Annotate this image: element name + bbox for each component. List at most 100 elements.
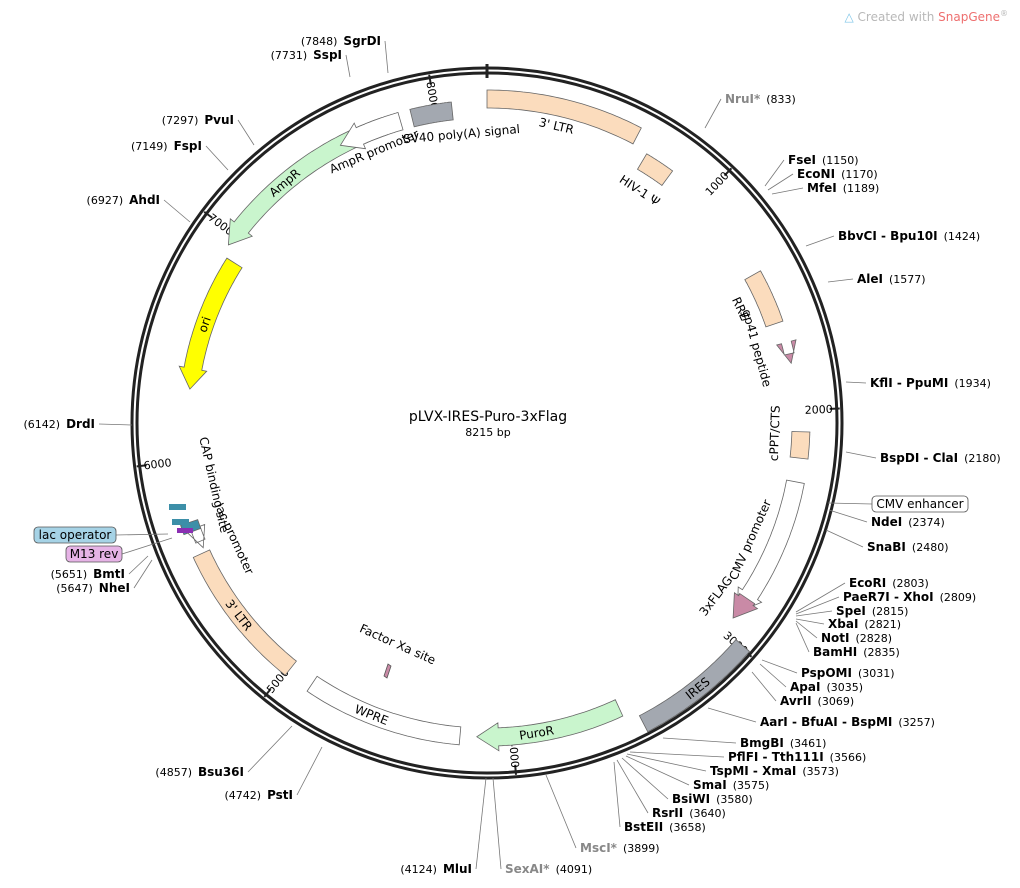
site-label: BbvCI - Bpu10I(1424) bbox=[838, 229, 980, 243]
site-label: (5651)BmtI bbox=[51, 567, 125, 581]
site-label: (4124)MluI bbox=[400, 862, 472, 876]
site-pos: (2835) bbox=[863, 646, 900, 659]
site-pos: (2374) bbox=[908, 516, 945, 529]
site-name: SmaI bbox=[693, 778, 727, 792]
site-line bbox=[629, 751, 725, 758]
site-pos: (1577) bbox=[889, 273, 926, 286]
site-line bbox=[662, 737, 737, 744]
snapgene-logo-icon: △ bbox=[844, 10, 854, 24]
site-pos: (6927) bbox=[87, 194, 124, 207]
site-line bbox=[795, 620, 818, 639]
tick-label-6000: 6000 bbox=[143, 456, 172, 472]
feature-arc-8 bbox=[476, 699, 624, 752]
site-pos: (3640) bbox=[689, 807, 726, 820]
site-label: FseI(1150) bbox=[788, 153, 859, 167]
site-line bbox=[795, 582, 846, 613]
box-line bbox=[121, 537, 173, 555]
site-label: NruI* (833) bbox=[725, 92, 796, 106]
box-line bbox=[827, 502, 873, 505]
site-line bbox=[545, 774, 577, 849]
boxed-label-text: lac operator bbox=[39, 528, 112, 542]
site-line bbox=[626, 753, 707, 772]
site-label: (7848)SgrDI bbox=[301, 34, 381, 48]
feature-label-8: PuroR bbox=[518, 723, 555, 742]
site-name: PaeR7I - XhoI bbox=[843, 590, 934, 604]
site-label: PspOMI(3031) bbox=[801, 666, 895, 680]
site-label: AleI (1577) bbox=[857, 272, 926, 286]
site-name: MfeI bbox=[807, 181, 837, 195]
plasmid-size: 8215 bp bbox=[465, 426, 510, 439]
site-line bbox=[825, 529, 864, 548]
site-label: EcoNI(1170) bbox=[797, 167, 878, 181]
site-pos: (2809) bbox=[940, 591, 977, 604]
site-name: SpeI bbox=[836, 604, 866, 618]
site-line bbox=[771, 187, 804, 195]
site-line bbox=[237, 119, 255, 146]
site-label: SpeI(2815) bbox=[836, 604, 908, 618]
site-name: BspDI - ClaI bbox=[880, 451, 958, 465]
site-name: PspOMI bbox=[801, 666, 852, 680]
site-label: BmgBI(3461) bbox=[740, 736, 826, 750]
site-label: BsiWI(3580) bbox=[672, 792, 753, 806]
feature-arc-2 bbox=[744, 270, 784, 328]
site-line bbox=[805, 235, 835, 247]
site-label: XbaI(2821) bbox=[828, 617, 901, 631]
site-name: TspMI - XmaI bbox=[710, 764, 796, 778]
tick-label-2000: 2000 bbox=[804, 403, 833, 417]
site-name: BstEII bbox=[624, 820, 663, 834]
site-pos: (3573) bbox=[802, 765, 839, 778]
site-pos: (3461) bbox=[790, 737, 827, 750]
restriction-sites: NruI* (833) FseI(1150)EcoNI(1170)MfeI (1189… bbox=[23, 34, 1000, 876]
site-line bbox=[759, 663, 787, 688]
site-label: (7297)PvuI bbox=[162, 113, 234, 127]
site-pos: (1424) bbox=[944, 230, 981, 243]
site-name: Bsu36I bbox=[198, 765, 244, 779]
site-label: ApaI(3035) bbox=[790, 680, 863, 694]
site-label: PaeR7I - XhoI (2809) bbox=[843, 590, 976, 604]
watermark-brand: SnapGene bbox=[938, 10, 1000, 24]
tick-line bbox=[136, 464, 147, 468]
feature-label-6: 3xFLAG bbox=[697, 574, 736, 619]
site-label: TspMI - XmaI (3573) bbox=[710, 764, 839, 778]
site-line bbox=[704, 98, 722, 129]
site-name: AleI bbox=[857, 272, 883, 286]
feature-arc-9 bbox=[306, 675, 462, 746]
snapgene-watermark: △ Created with SnapGene® bbox=[844, 9, 1008, 24]
site-name: MluI bbox=[443, 862, 472, 876]
site-label: (7731)SspI bbox=[271, 48, 342, 62]
site-line bbox=[707, 707, 757, 723]
feature-label-13: ori bbox=[195, 315, 213, 334]
site-name: SspI bbox=[313, 48, 342, 62]
site-line bbox=[616, 759, 649, 814]
site-name: NruI* bbox=[725, 92, 761, 106]
site-line bbox=[621, 757, 669, 800]
site-label: NdeI(2374) bbox=[871, 515, 945, 529]
site-label: MfeI (1189) bbox=[807, 181, 879, 195]
site-pos: (1170) bbox=[841, 168, 878, 181]
site-pos: (833) bbox=[766, 93, 796, 106]
site-pos: (3566) bbox=[830, 751, 867, 764]
site-label: PflFI - Tth111I(3566) bbox=[728, 750, 866, 764]
site-line bbox=[751, 671, 777, 702]
cap-site-box bbox=[169, 504, 186, 510]
site-label: NotI(2828) bbox=[821, 631, 892, 645]
feature-arc-4 bbox=[789, 431, 811, 460]
site-pos: (1189) bbox=[843, 182, 880, 195]
site-name: NheI bbox=[99, 581, 130, 595]
feature-arc-15 bbox=[339, 112, 404, 150]
site-name: BmtI bbox=[93, 567, 125, 581]
site-name: SnaBI bbox=[867, 540, 906, 554]
site-label: BstEII(3658) bbox=[624, 820, 706, 834]
site-line bbox=[163, 199, 191, 223]
site-pos: (7149) bbox=[131, 140, 168, 153]
site-line bbox=[128, 555, 149, 575]
boxed-label-bg bbox=[33, 526, 117, 544]
feature-arc-7 bbox=[638, 639, 751, 733]
tick-line bbox=[263, 688, 272, 698]
feature-label-12: CAP binding site bbox=[196, 436, 231, 535]
tick-line bbox=[514, 764, 517, 775]
site-line bbox=[764, 159, 785, 187]
feature-arc-1 bbox=[636, 153, 674, 187]
site-pos: (3035) bbox=[826, 681, 863, 694]
feature-arc-6 bbox=[732, 591, 759, 619]
